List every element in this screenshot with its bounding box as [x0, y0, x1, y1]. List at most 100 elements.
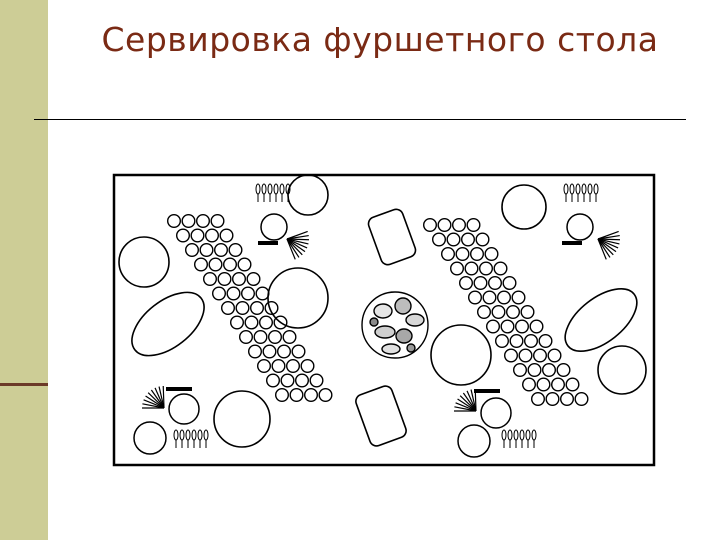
glass [500, 319, 515, 334]
glass [265, 373, 280, 388]
glass [249, 300, 264, 315]
dinner-plate [457, 424, 491, 458]
large-plate [597, 345, 647, 395]
glass [545, 391, 560, 406]
glass [303, 387, 318, 402]
glass [258, 315, 273, 330]
glass [289, 387, 304, 402]
glass [455, 246, 470, 261]
glass [246, 271, 261, 286]
cutlery-stack [563, 183, 599, 202]
glass [466, 218, 481, 233]
glass [486, 319, 501, 334]
accent-divider [0, 383, 48, 386]
dinner-plate [480, 397, 512, 429]
large-plate [501, 184, 547, 230]
glass [542, 362, 557, 377]
buffet-table-diagram [112, 173, 656, 467]
napkin-fan [286, 230, 310, 260]
glass [300, 358, 315, 373]
glass [527, 362, 542, 377]
glass [493, 261, 508, 276]
glass [461, 232, 476, 247]
large-plate [267, 267, 329, 329]
glass [556, 362, 571, 377]
napkin-fan [142, 385, 165, 409]
dinner-plate [168, 393, 200, 425]
glass [538, 333, 553, 348]
glass [470, 246, 485, 261]
large-plate [430, 324, 492, 386]
glass [437, 218, 452, 233]
glass [256, 358, 271, 373]
glass [441, 246, 456, 261]
glass [276, 344, 291, 359]
glass [184, 242, 199, 257]
glass [253, 329, 268, 344]
glass [229, 315, 244, 330]
glass [536, 377, 551, 392]
glass [262, 344, 277, 359]
glass [502, 275, 517, 290]
napkin-fan [454, 388, 477, 412]
glass [190, 228, 205, 243]
glass [464, 261, 479, 276]
glass [531, 391, 546, 406]
glass [515, 319, 530, 334]
glass [482, 290, 497, 305]
glass [228, 242, 243, 257]
glass [423, 218, 438, 233]
glass [484, 246, 499, 261]
glass [267, 329, 282, 344]
dinner-plate [566, 213, 594, 241]
slide-title: Сервировка фуршетного стола [101, 20, 659, 59]
cutlery-stack [255, 183, 291, 202]
glass [504, 348, 519, 363]
glass [264, 300, 279, 315]
large-plate [118, 236, 170, 288]
glass [497, 290, 512, 305]
glass [175, 228, 190, 243]
glass [195, 214, 210, 229]
left-accent-band [0, 0, 48, 540]
glass [475, 232, 490, 247]
rectangular-tray [355, 385, 407, 447]
oval-dish [131, 291, 205, 357]
glass [477, 304, 492, 319]
glass [450, 261, 465, 276]
title-rule [34, 119, 686, 120]
glass [309, 373, 324, 388]
glass [479, 261, 494, 276]
glass [294, 373, 309, 388]
glass [452, 218, 467, 233]
glass [282, 329, 297, 344]
glass [204, 228, 219, 243]
glass [217, 271, 232, 286]
glass [520, 304, 535, 319]
glass [211, 286, 226, 301]
glass [318, 387, 333, 402]
glass [244, 315, 259, 330]
glass [235, 300, 250, 315]
glass [181, 214, 196, 229]
glass [285, 358, 300, 373]
glass [291, 344, 306, 359]
glass [220, 300, 235, 315]
glass [473, 275, 488, 290]
glass [565, 377, 580, 392]
glass [202, 271, 217, 286]
glass [273, 315, 288, 330]
glass [446, 232, 461, 247]
rectangular-tray [367, 208, 417, 266]
glass [495, 333, 510, 348]
glass [432, 232, 447, 247]
glass [208, 257, 223, 272]
glass [167, 214, 182, 229]
oval-dish [564, 288, 638, 352]
glass [533, 348, 548, 363]
glass [560, 391, 575, 406]
glass [274, 387, 289, 402]
glass [271, 358, 286, 373]
napkin-fan [597, 230, 621, 260]
glass [213, 242, 228, 257]
